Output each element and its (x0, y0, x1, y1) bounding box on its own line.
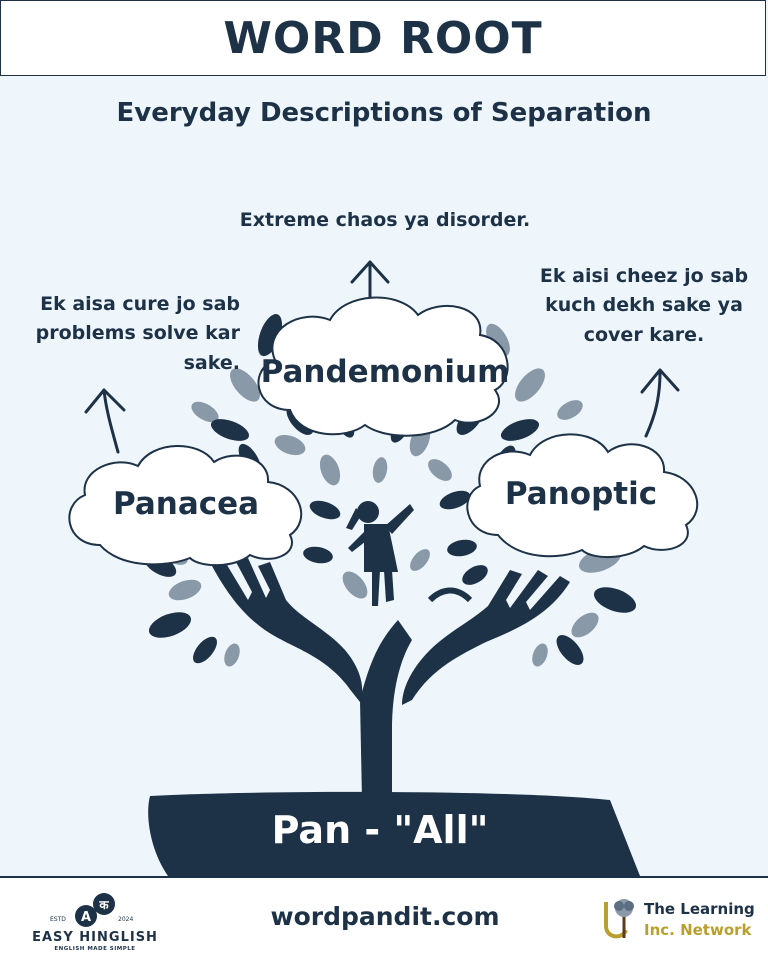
definition-panoptic: Ek aisi cheez jo sab kuch dekh sake ya c… (539, 265, 749, 346)
cloud-panacea (68, 445, 302, 567)
child-silhouette (346, 501, 414, 606)
bubble-letter-a: A (81, 910, 91, 925)
logo-line1: The Learning (644, 900, 755, 918)
ground-mound (148, 791, 640, 876)
bubble-letter-ka: क (98, 898, 109, 912)
logo-line2: Inc. Network (644, 921, 752, 939)
word-panoptic: Panoptic (504, 476, 658, 512)
website-link[interactable]: wordpandit.com (270, 902, 500, 931)
tree-trunk (360, 620, 412, 800)
header-banner: WORD ROOT (0, 0, 766, 76)
arrows (84, 260, 680, 454)
learning-network-logo: The Learning Inc. Network (600, 894, 760, 950)
page-subtitle: Everyday Descriptions of Separation (116, 98, 652, 128)
arrow-panoptic (640, 368, 680, 438)
cloud-pandemonium (257, 296, 509, 437)
left-hand (212, 558, 363, 702)
word-pandemonium: Pandemonium (260, 354, 510, 390)
word-panacea: Panacea (112, 486, 260, 522)
arrow-panacea (84, 388, 126, 454)
logo-tagline: ENGLISH MADE SIMPLE (54, 946, 136, 952)
easy-hinglish-logo: A क ESTD 2024 EASY HINGLISH ENGLISH MADE… (30, 886, 160, 954)
definition-panacea: Ek aisa cure jo sab problems solve kar s… (35, 293, 240, 374)
page-title: WORD ROOT (223, 12, 543, 64)
definition-pandemonium: Extreme chaos ya disorder. (239, 209, 531, 231)
root-label: Pan - "All" (271, 808, 489, 852)
speech-bubbles-icon: A क (75, 893, 115, 927)
tree-u-icon (604, 899, 634, 939)
logo-estd: ESTD (50, 916, 66, 923)
cloud-panoptic (466, 433, 698, 559)
footer: A क ESTD 2024 EASY HINGLISH ENGLISH MADE… (0, 876, 768, 962)
logo-year: 2024 (118, 916, 134, 923)
right-hand (402, 570, 570, 705)
cloud-shapes (68, 296, 698, 567)
logo-name: EASY HINGLISH (32, 930, 158, 945)
